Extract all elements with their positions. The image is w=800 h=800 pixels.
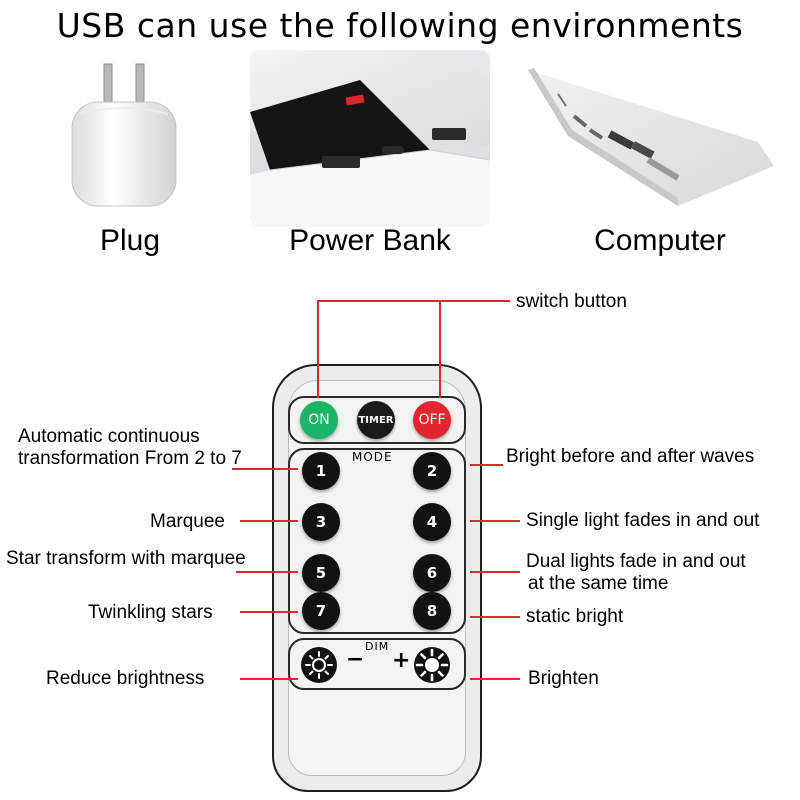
mode-8-button[interactable]: 8 bbox=[413, 592, 451, 630]
auto-transform-annotation-line1: Automatic continuous bbox=[18, 426, 200, 447]
sun-filled-icon[interactable] bbox=[413, 646, 451, 684]
mode-label: MODE bbox=[352, 450, 393, 464]
plus-sign: + bbox=[392, 648, 411, 673]
bright-waves-annotation: Bright before and after waves bbox=[506, 446, 755, 467]
auto-transform-annotation-line2: transformation From 2 to 7 bbox=[18, 448, 242, 469]
timer-button[interactable]: TIMER bbox=[357, 401, 395, 439]
mode-4-button[interactable]: 4 bbox=[413, 503, 451, 541]
on-button[interactable]: ON bbox=[300, 401, 338, 439]
page-title: USB can use the following environments bbox=[56, 6, 744, 45]
dual-fade-annotation-line1: Dual lights fade in and out bbox=[526, 551, 746, 572]
brighten-annotation: Brighten bbox=[528, 668, 599, 689]
star-marquee-annotation: Star transform with marquee bbox=[6, 548, 246, 569]
mode-2-button[interactable]: 2 bbox=[413, 452, 451, 490]
mode-6-button[interactable]: 6 bbox=[413, 554, 451, 592]
switch-button-annotation: switch button bbox=[516, 291, 627, 312]
marquee-annotation: Marquee bbox=[150, 511, 225, 532]
sun-outline-icon[interactable] bbox=[300, 646, 338, 684]
single-fade-annotation: Single light fades in and out bbox=[526, 510, 760, 531]
twinkling-annotation: Twinkling stars bbox=[88, 602, 213, 623]
static-bright-annotation: static bright bbox=[526, 606, 624, 627]
minus-sign: − bbox=[346, 647, 365, 672]
mode-7-button[interactable]: 7 bbox=[302, 592, 340, 630]
dual-fade-annotation-line2: at the same time bbox=[528, 573, 669, 594]
dim-label: DIM bbox=[365, 640, 390, 653]
plug-label: Plug bbox=[99, 224, 161, 257]
power-bank-image bbox=[250, 50, 490, 227]
computer-label: Computer bbox=[594, 224, 726, 257]
reduce-brightness-annotation: Reduce brightness bbox=[46, 668, 205, 689]
mode-1-button[interactable]: 1 bbox=[302, 452, 340, 490]
laptop-image bbox=[528, 68, 774, 206]
mode-3-button[interactable]: 3 bbox=[302, 503, 340, 541]
power-bank-label: Power Bank bbox=[289, 224, 451, 257]
mode-5-button[interactable]: 5 bbox=[302, 554, 340, 592]
off-button[interactable]: OFF bbox=[413, 401, 451, 439]
usb-plug-image bbox=[71, 63, 177, 207]
